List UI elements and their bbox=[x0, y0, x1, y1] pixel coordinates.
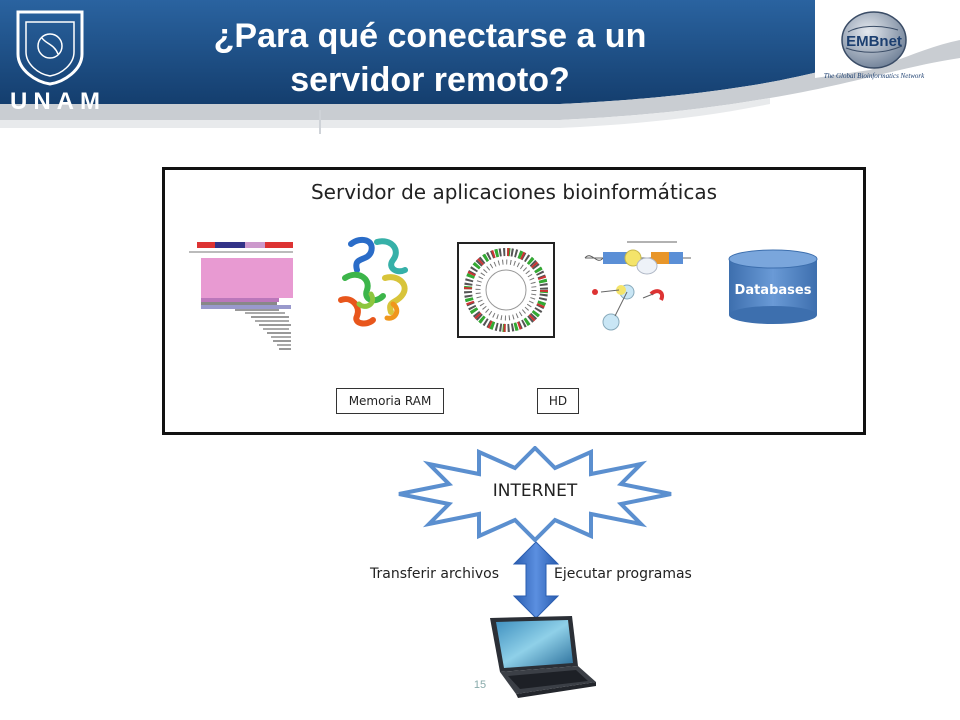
page-number: 15 bbox=[473, 679, 487, 691]
double-arrow-icon bbox=[512, 541, 560, 619]
page-title: ¿Para qué conectarse a un servidor remot… bbox=[170, 14, 690, 102]
header-background bbox=[0, 0, 960, 135]
title-line-1: ¿Para qué conectarse a un bbox=[213, 17, 647, 55]
title-line-2: servidor remoto? bbox=[290, 61, 570, 99]
header-banner: UNAM ¿Para qué conectarse a un servidor … bbox=[0, 0, 960, 135]
hd-box: HD bbox=[537, 388, 579, 414]
database-icon: Databases bbox=[727, 249, 819, 327]
server-box: Servidor de aplicaciones bioinformáticas bbox=[162, 167, 866, 435]
embnet-tagline: The Global Bioinformatics Network bbox=[824, 72, 925, 80]
embnet-logo-text: EMBnet bbox=[846, 33, 902, 50]
internet-label: INTERNET bbox=[492, 481, 578, 501]
genome-map-icon bbox=[457, 242, 555, 338]
sequence-alignment-icon bbox=[189, 242, 293, 350]
embnet-logo-icon: EMBnet The Global Bioinformatics Network bbox=[824, 11, 925, 80]
server-title: Servidor de aplicaciones bioinformáticas bbox=[310, 180, 718, 204]
unam-logo-text: UNAM bbox=[10, 88, 106, 115]
ram-box: Memoria RAM bbox=[336, 388, 444, 414]
transfer-files-label: Transferir archivos bbox=[370, 566, 500, 582]
pathway-diagram-icon bbox=[584, 241, 691, 331]
protein-structure-icon bbox=[338, 236, 408, 327]
laptop-icon bbox=[490, 616, 596, 698]
run-programs-label: Ejecutar programas bbox=[554, 566, 692, 582]
database-label: Databases bbox=[734, 283, 812, 298]
internet-cloud-star bbox=[398, 446, 672, 542]
unam-shield-icon bbox=[16, 10, 84, 86]
